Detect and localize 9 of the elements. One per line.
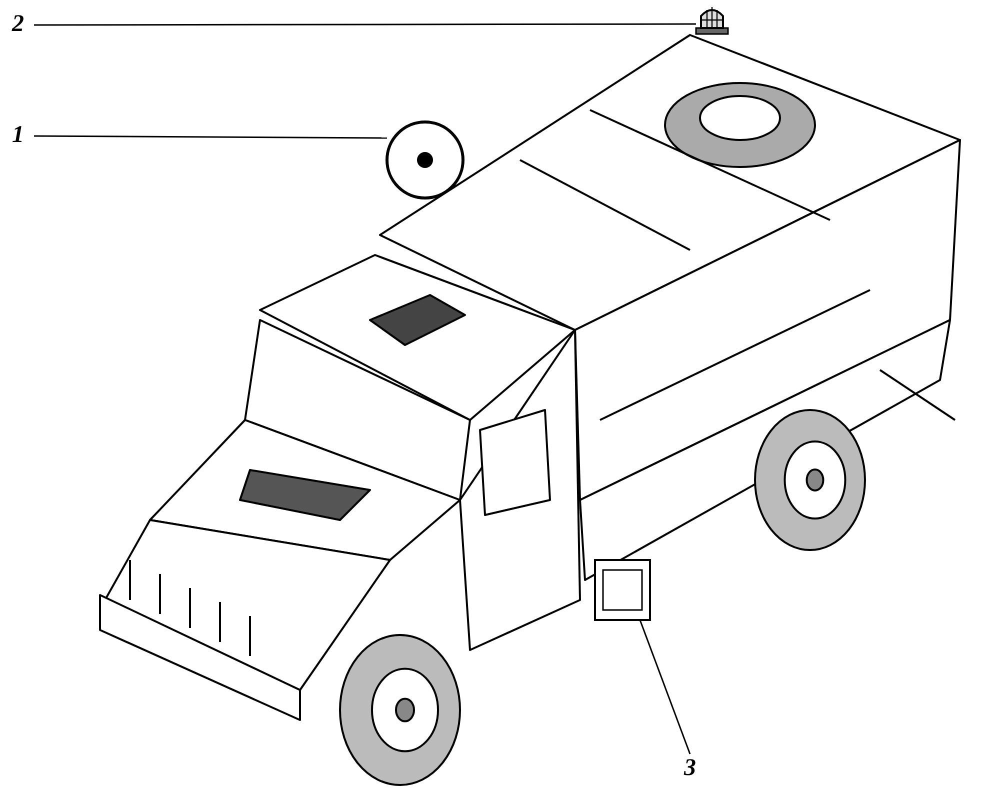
callout-number: 3 <box>684 756 696 780</box>
leader-line <box>34 23 696 26</box>
warning-beacon <box>695 7 729 35</box>
callout-number: 2 <box>12 12 24 36</box>
leader-line <box>639 620 691 754</box>
callout-number: 1 <box>12 123 24 147</box>
storage-compartment <box>594 559 651 621</box>
hose-reel <box>386 120 464 200</box>
leader-line <box>34 135 387 139</box>
